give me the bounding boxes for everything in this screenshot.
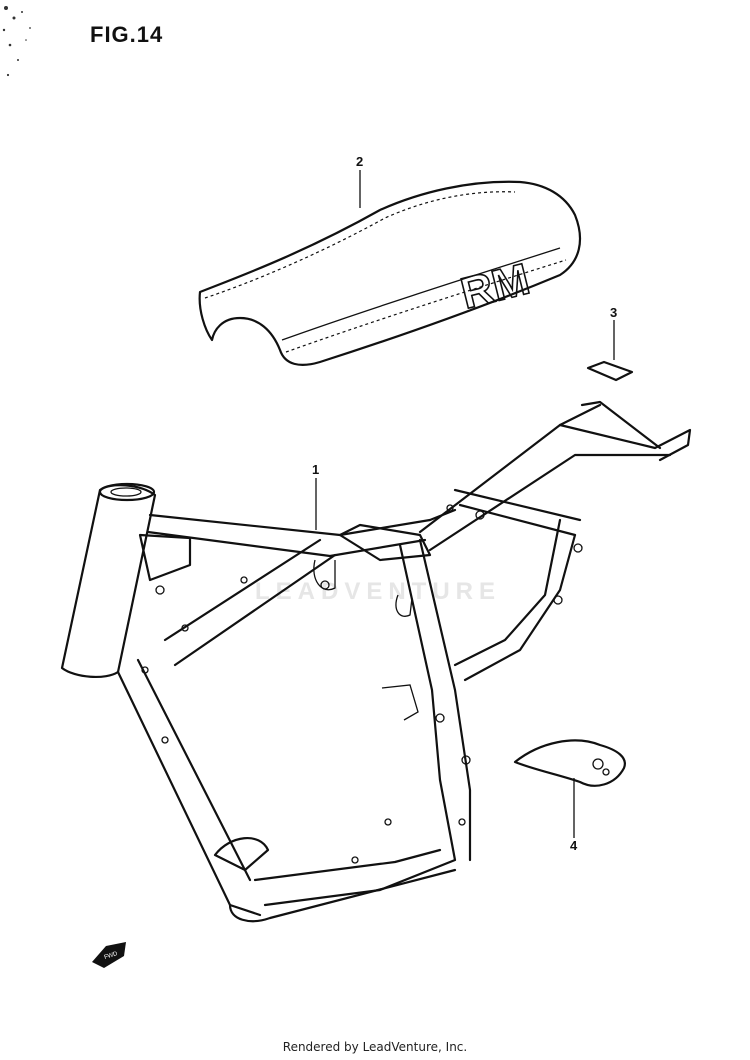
callout-3: 3 — [610, 305, 618, 320]
seat: RM — [198, 180, 582, 366]
leader-lines — [315, 170, 615, 838]
fwd-arrow-icon: FWD — [92, 942, 126, 968]
callout-2: 2 — [356, 154, 364, 169]
scan-noise — [2, 6, 31, 77]
callout-1: 1 — [312, 462, 320, 477]
frame — [60, 400, 692, 923]
part-4-guard — [513, 739, 626, 787]
footer-credit: Rendered by LeadVenture, Inc. — [282, 1040, 468, 1054]
part-3-cushion — [586, 360, 634, 382]
seat-logo: RM — [456, 254, 534, 318]
callout-4: 4 — [570, 838, 578, 853]
figure-title: FIG.14 — [90, 22, 164, 47]
fwd-arrow-text: FWD — [104, 951, 119, 961]
